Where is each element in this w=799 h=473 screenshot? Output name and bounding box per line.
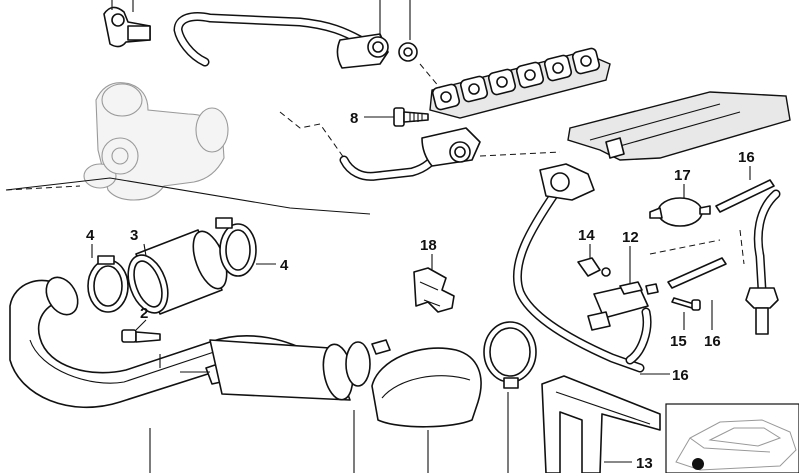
intake-hose-3 — [127, 229, 228, 315]
callout-3: 3 — [130, 227, 138, 244]
car-silhouette-icon — [675, 419, 797, 471]
connector-14 — [577, 257, 611, 277]
egr-pipe-upper — [173, 12, 389, 69]
callout-17: 17 — [674, 167, 691, 184]
pressure-converter-12 — [587, 281, 659, 331]
callout-2: 2 — [140, 305, 148, 322]
callout-4-left: 4 — [86, 227, 95, 244]
ground-line — [5, 177, 371, 215]
bolt-8 — [393, 107, 429, 127]
callout-1: 1 — [150, 471, 158, 473]
callout-16-middle: 16 — [704, 333, 721, 350]
hose-clamp-4-left — [87, 255, 129, 313]
leader-support — [159, 354, 210, 373]
dash-pipe-turbo — [279, 111, 345, 159]
bracket-13 — [541, 375, 661, 473]
callout-16-top: 16 — [738, 149, 755, 166]
turbocharger — [83, 82, 229, 201]
hose-clamp-4-right — [215, 217, 257, 277]
dash-right — [649, 229, 745, 265]
intake-manifold — [567, 91, 791, 161]
egr-pipe-lower — [339, 127, 481, 181]
callout-8: 8 — [350, 110, 358, 127]
leader-top-pipe — [379, 0, 411, 40]
intake-pipe-1 — [9, 276, 331, 409]
position-dot-icon — [692, 458, 704, 470]
vacuum-hose-right — [745, 189, 781, 335]
leader-3 — [143, 243, 147, 257]
egr-valve — [539, 163, 595, 201]
callout-14: 14 — [578, 227, 595, 244]
leader-top-clamp — [111, 0, 134, 12]
dash-manifold-link — [419, 63, 441, 89]
callout-4-right: 4 — [280, 257, 289, 274]
dash-pipe-valve — [479, 151, 561, 157]
leader-2 — [135, 319, 147, 331]
hose-clamp-ring — [483, 321, 537, 389]
exhaust-manifold — [429, 47, 611, 119]
vacuum-pipe-16-middle — [667, 257, 727, 289]
callout-13: 13 — [636, 455, 653, 472]
vacuum-hose-long — [512, 187, 645, 373]
bolt-2 — [121, 329, 161, 343]
car-thumbnail — [665, 403, 799, 473]
intake-hose-bend — [371, 347, 482, 428]
callout-15: 15 — [670, 333, 687, 350]
callout-12: 12 — [622, 229, 639, 246]
intake-pipe-section — [209, 339, 391, 401]
gasket-ring-top — [398, 42, 418, 62]
callout-16-bottom: 16 — [672, 367, 689, 384]
ground-dash — [5, 185, 81, 191]
vacuum-pipe-16-top — [715, 179, 775, 213]
hose-clip-18 — [413, 267, 455, 313]
screw-15 — [671, 297, 701, 311]
hose-clamp-top — [103, 6, 151, 48]
vacuum-filter-17 — [649, 197, 711, 227]
callout-18: 18 — [420, 237, 437, 254]
